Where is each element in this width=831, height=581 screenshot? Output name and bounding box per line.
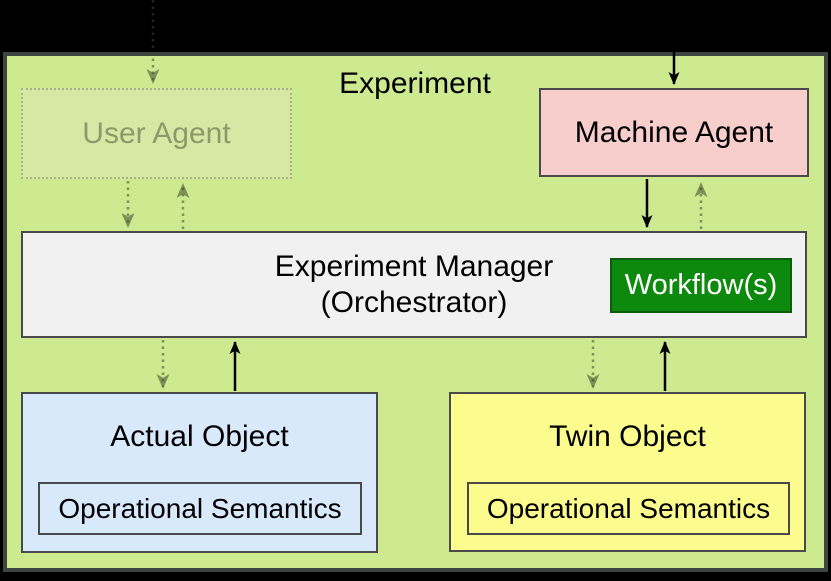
twin-operational-semantics-label: Operational Semantics: [486, 492, 771, 524]
experiment-manager-label-line2: (Orchestrator): [320, 285, 508, 319]
node-twin-operational-semantics: Operational Semantics: [467, 482, 790, 535]
user-agent-label: User Agent: [82, 116, 231, 150]
node-machine-agent: Machine Agent: [539, 88, 809, 177]
experiment-manager-label-line1: Experiment Manager: [274, 249, 554, 283]
actual-operational-semantics-label: Operational Semantics: [58, 492, 342, 524]
node-user-agent: User Agent: [21, 88, 292, 179]
node-workflow: Workflow(s): [610, 258, 792, 313]
actual-object-label: Actual Object: [110, 420, 289, 453]
diagram-title: Experiment: [339, 67, 491, 100]
machine-agent-label: Machine Agent: [574, 115, 774, 149]
twin-object-label: Twin Object: [549, 420, 706, 453]
node-experiment-manager: Experiment Manager (Orchestrator): [21, 231, 807, 338]
node-actual-operational-semantics: Operational Semantics: [38, 482, 362, 535]
workflow-label: Workflow(s): [624, 269, 778, 301]
